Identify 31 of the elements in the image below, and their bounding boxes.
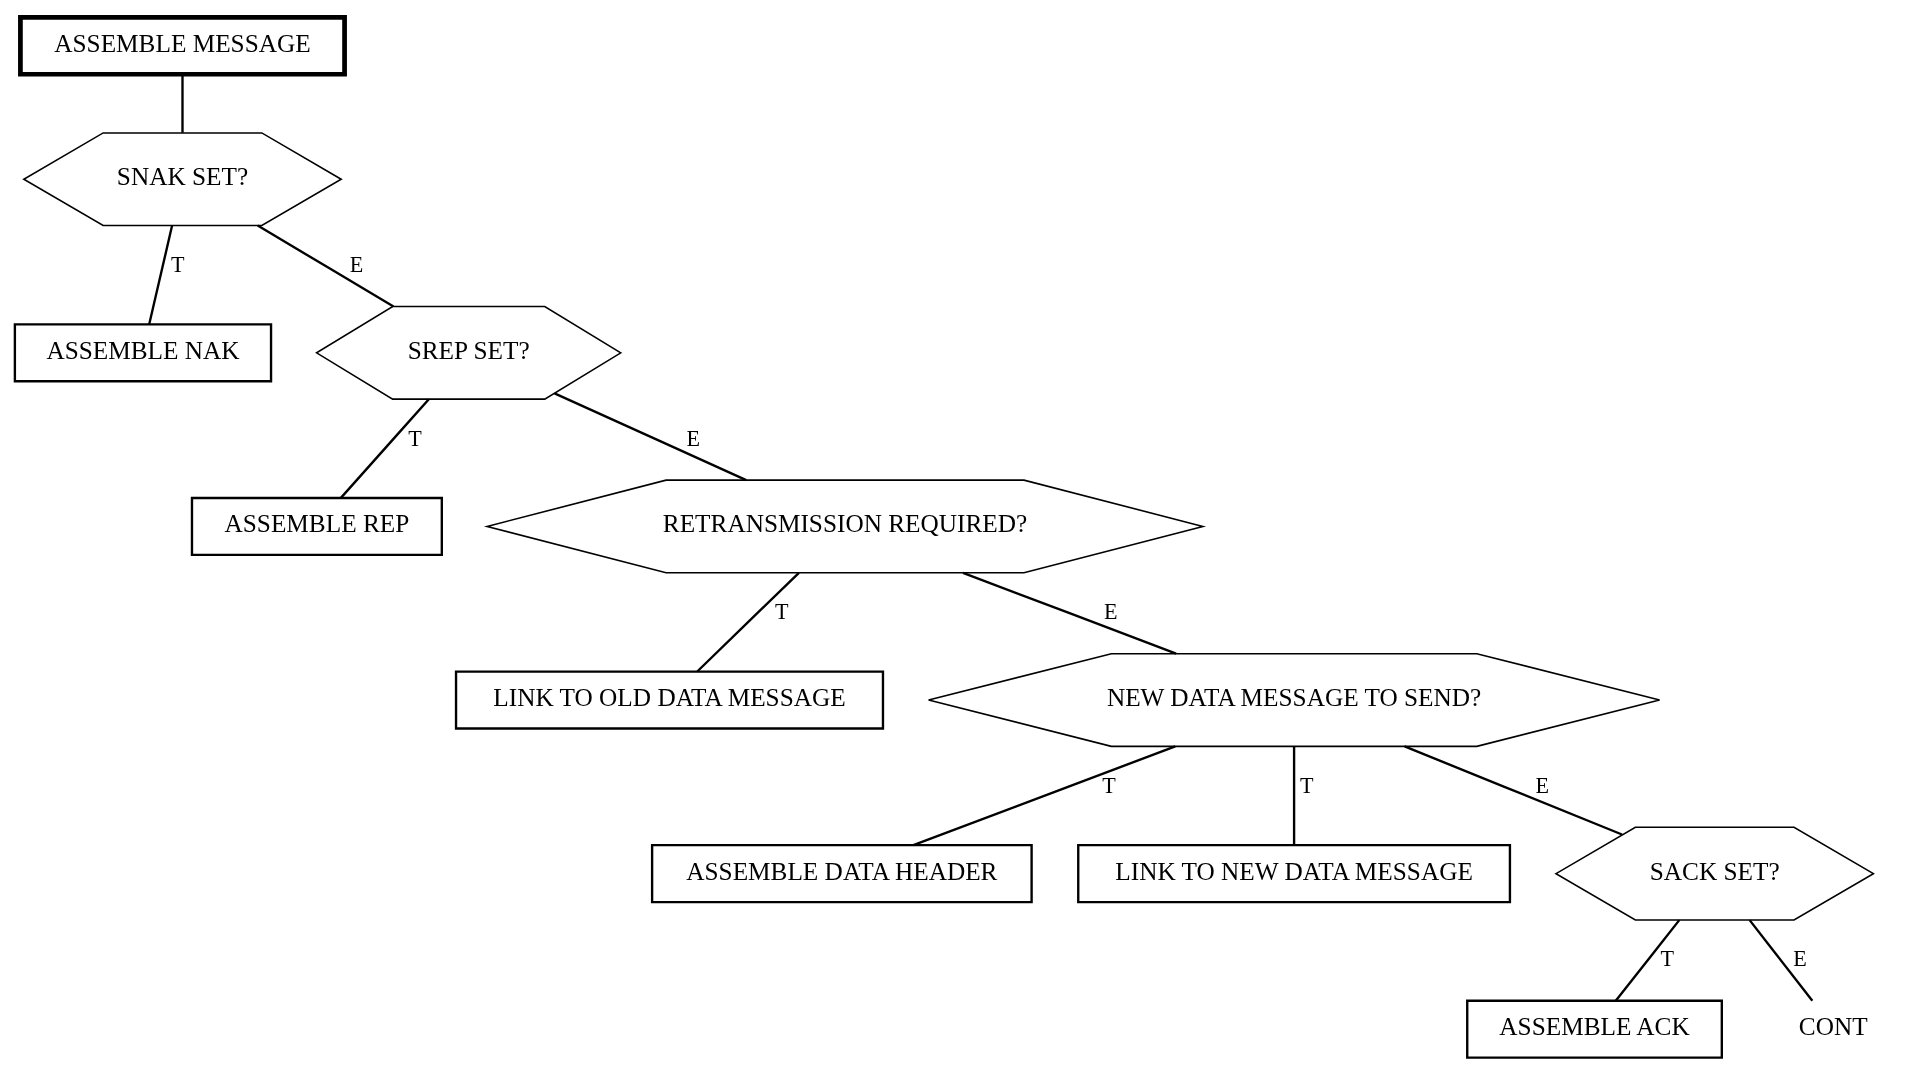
edge-label: T (170, 251, 185, 277)
node-box: ASSEMBLE MESSAGE (18, 14, 347, 77)
connector (1614, 919, 1681, 1002)
connector (257, 224, 395, 308)
connector (1404, 745, 1623, 836)
edge-label: T (1102, 772, 1116, 798)
connector (696, 571, 800, 673)
connector (1748, 919, 1814, 1002)
edge-label: T (775, 599, 789, 625)
edge-label: T (1299, 772, 1314, 798)
node-box: LINK TO OLD DATA MESSAGE (454, 670, 885, 730)
node-box: ASSEMBLE NAK (13, 323, 273, 383)
connector (1292, 746, 1296, 846)
node-text: CONT (1798, 1012, 1868, 1041)
connector (554, 392, 747, 482)
node-box: ASSEMBLE REP (190, 496, 443, 557)
connector (912, 745, 1176, 847)
node-box: LINK TO NEW DATA MESSAGE (1077, 844, 1512, 904)
edge-label: E (1103, 599, 1118, 625)
connector (340, 398, 430, 499)
edge-label: T (1660, 946, 1675, 972)
edge-label: E (1535, 772, 1550, 798)
connector (181, 74, 184, 133)
connector (962, 571, 1177, 655)
edge-label: E (349, 251, 364, 277)
connector (148, 225, 174, 325)
node-box: ASSEMBLE DATA HEADER (650, 844, 1033, 904)
edge-label: T (408, 425, 422, 451)
node-box: ASSEMBLE ACK (1466, 999, 1723, 1059)
edge-label: E (1793, 946, 1807, 972)
edge-label: E (686, 425, 700, 451)
